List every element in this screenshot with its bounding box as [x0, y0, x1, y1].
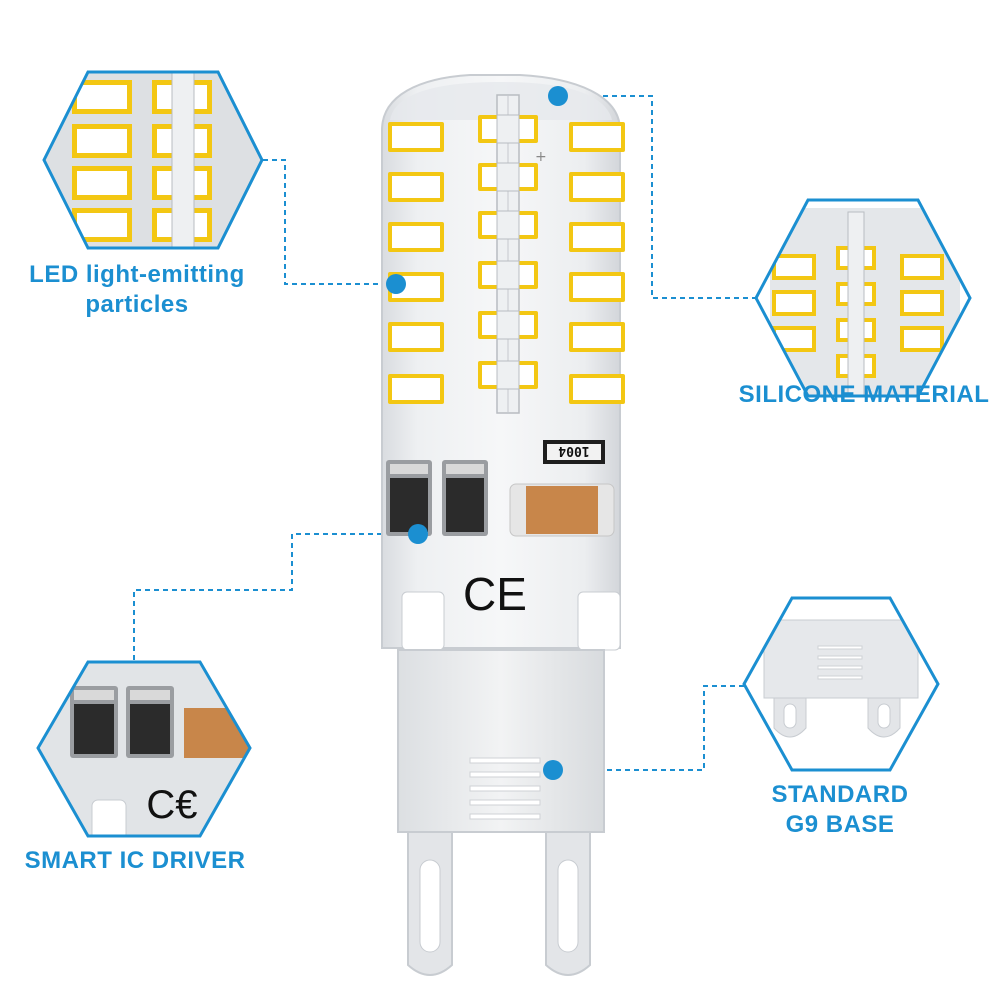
led-chip — [478, 114, 538, 144]
chip-marking: 1004 — [558, 443, 589, 458]
bulb: + 1004 — [381, 74, 625, 976]
resistor — [509, 483, 615, 537]
led-chip — [569, 374, 625, 404]
led-chip — [388, 222, 444, 252]
led-chips — [388, 114, 625, 404]
callout-silicone-zoom — [754, 198, 972, 398]
led-chip — [388, 374, 444, 404]
label-led-line1: LED light-emitting — [29, 261, 245, 288]
label-silicone-material: SILICONE MATERIAL — [735, 380, 993, 410]
marker-dot-led — [386, 274, 406, 294]
label-g9-base: STANDARD G9 BASE — [760, 780, 920, 840]
ce-mark: CE — [463, 568, 527, 620]
callout-led-zoom — [42, 70, 264, 250]
label-led-particles: LED light-emitting particles — [12, 260, 262, 320]
svg-text:+: + — [535, 149, 547, 165]
marker-dot-silicone — [548, 86, 568, 106]
led-chip — [388, 122, 444, 152]
marker-dots — [386, 86, 568, 780]
label-base-line2: G9 BASE — [785, 811, 895, 838]
led-chip — [478, 310, 538, 340]
leader-line-ic — [133, 533, 418, 662]
marker-dot-ic — [408, 524, 428, 544]
label-base-line1: STANDARD — [771, 781, 909, 808]
label-silicone-text: SILICONE MATERIAL — [738, 381, 990, 408]
led-chip — [569, 222, 625, 252]
g9-base — [397, 649, 605, 976]
callout-base-zoom — [742, 596, 940, 772]
led-chip — [569, 172, 625, 202]
led-chip — [478, 360, 538, 390]
leader-line-led — [245, 159, 396, 285]
led-chip — [478, 260, 538, 290]
led-chip — [569, 322, 625, 352]
led-chip — [388, 322, 444, 352]
led-chip — [569, 122, 625, 152]
leader-line-silicone — [558, 95, 756, 299]
led-chip — [478, 162, 538, 192]
svg-text:C€: C€ — [146, 783, 197, 827]
label-smart-ic-driver: SMART IC DRIVER — [20, 846, 250, 876]
ic-driver-chips — [386, 460, 488, 536]
label-ic-text: SMART IC DRIVER — [24, 847, 246, 874]
leader-line-base — [553, 685, 744, 771]
callout-ic-zoom: C€ — [36, 660, 252, 838]
led-chip — [388, 172, 444, 202]
label-led-line2: particles — [85, 291, 189, 318]
led-chip — [569, 272, 625, 302]
led-chip — [478, 210, 538, 240]
marker-dot-base — [543, 760, 563, 780]
leader-lines — [133, 95, 756, 771]
